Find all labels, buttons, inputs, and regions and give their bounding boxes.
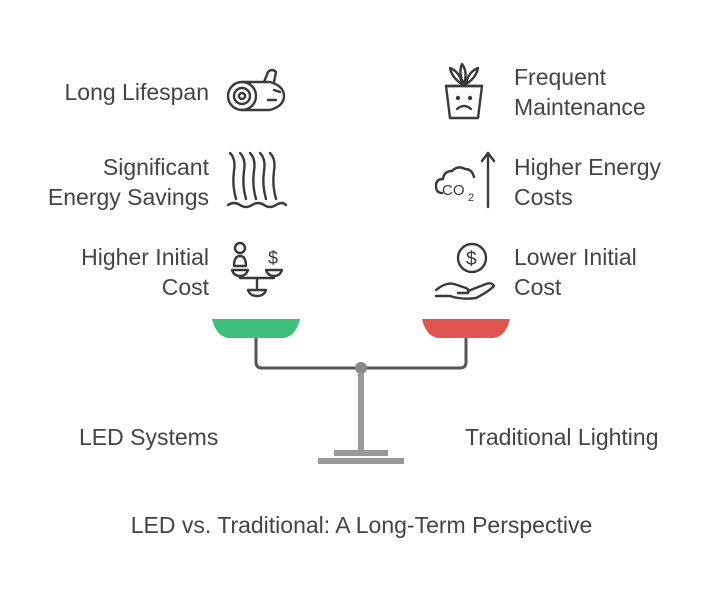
svg-text:$: $ — [268, 248, 278, 268]
label-line: Lower Initial — [514, 244, 637, 270]
scale-money-icon: $ — [224, 238, 288, 302]
drawback-frequent-maintenance: Frequent Maintenance — [514, 62, 646, 122]
left-pan — [212, 319, 300, 338]
label-line: Maintenance — [514, 94, 646, 120]
label-line: Higher Initial — [81, 244, 209, 270]
svg-text:CO: CO — [442, 182, 465, 199]
scale-base-top — [334, 450, 388, 456]
label-line: Higher Energy — [514, 154, 662, 180]
svg-text:$: $ — [466, 249, 477, 270]
label-line: Costs — [514, 184, 573, 210]
scale-post — [358, 372, 364, 450]
sad-plant-icon — [432, 60, 496, 124]
scale-base — [318, 458, 404, 464]
label-line: Frequent — [514, 64, 607, 90]
log-icon — [224, 62, 288, 126]
category-traditional-lighting: Traditional Lighting — [465, 424, 659, 450]
right-pan — [422, 319, 510, 338]
category-led-systems: LED Systems — [79, 424, 219, 450]
benefit-energy-savings: Significant Energy Savings — [48, 152, 209, 212]
scale-pivot — [355, 362, 367, 374]
scale-beam — [254, 338, 468, 370]
label-line: Long Lifespan — [64, 79, 209, 105]
svg-text:2: 2 — [468, 192, 474, 204]
benefit-long-lifespan: Long Lifespan — [64, 77, 209, 107]
waterfall-icon — [224, 149, 288, 213]
co2-rising-icon: CO 2 — [432, 149, 496, 213]
label-line: Cost — [514, 274, 562, 300]
label-line: Energy Savings — [47, 184, 209, 210]
label-line: Significant — [102, 154, 209, 180]
diagram-caption: LED vs. Traditional: A Long-Term Perspec… — [130, 512, 593, 538]
drawback-higher-initial-cost: Higher Initial Cost — [81, 242, 209, 302]
drawback-higher-energy-costs: Higher Energy Costs — [514, 152, 661, 212]
benefit-lower-initial-cost: Lower Initial Cost — [514, 242, 637, 302]
label-line: Cost — [161, 274, 209, 300]
hand-coin-icon: $ — [432, 238, 496, 302]
